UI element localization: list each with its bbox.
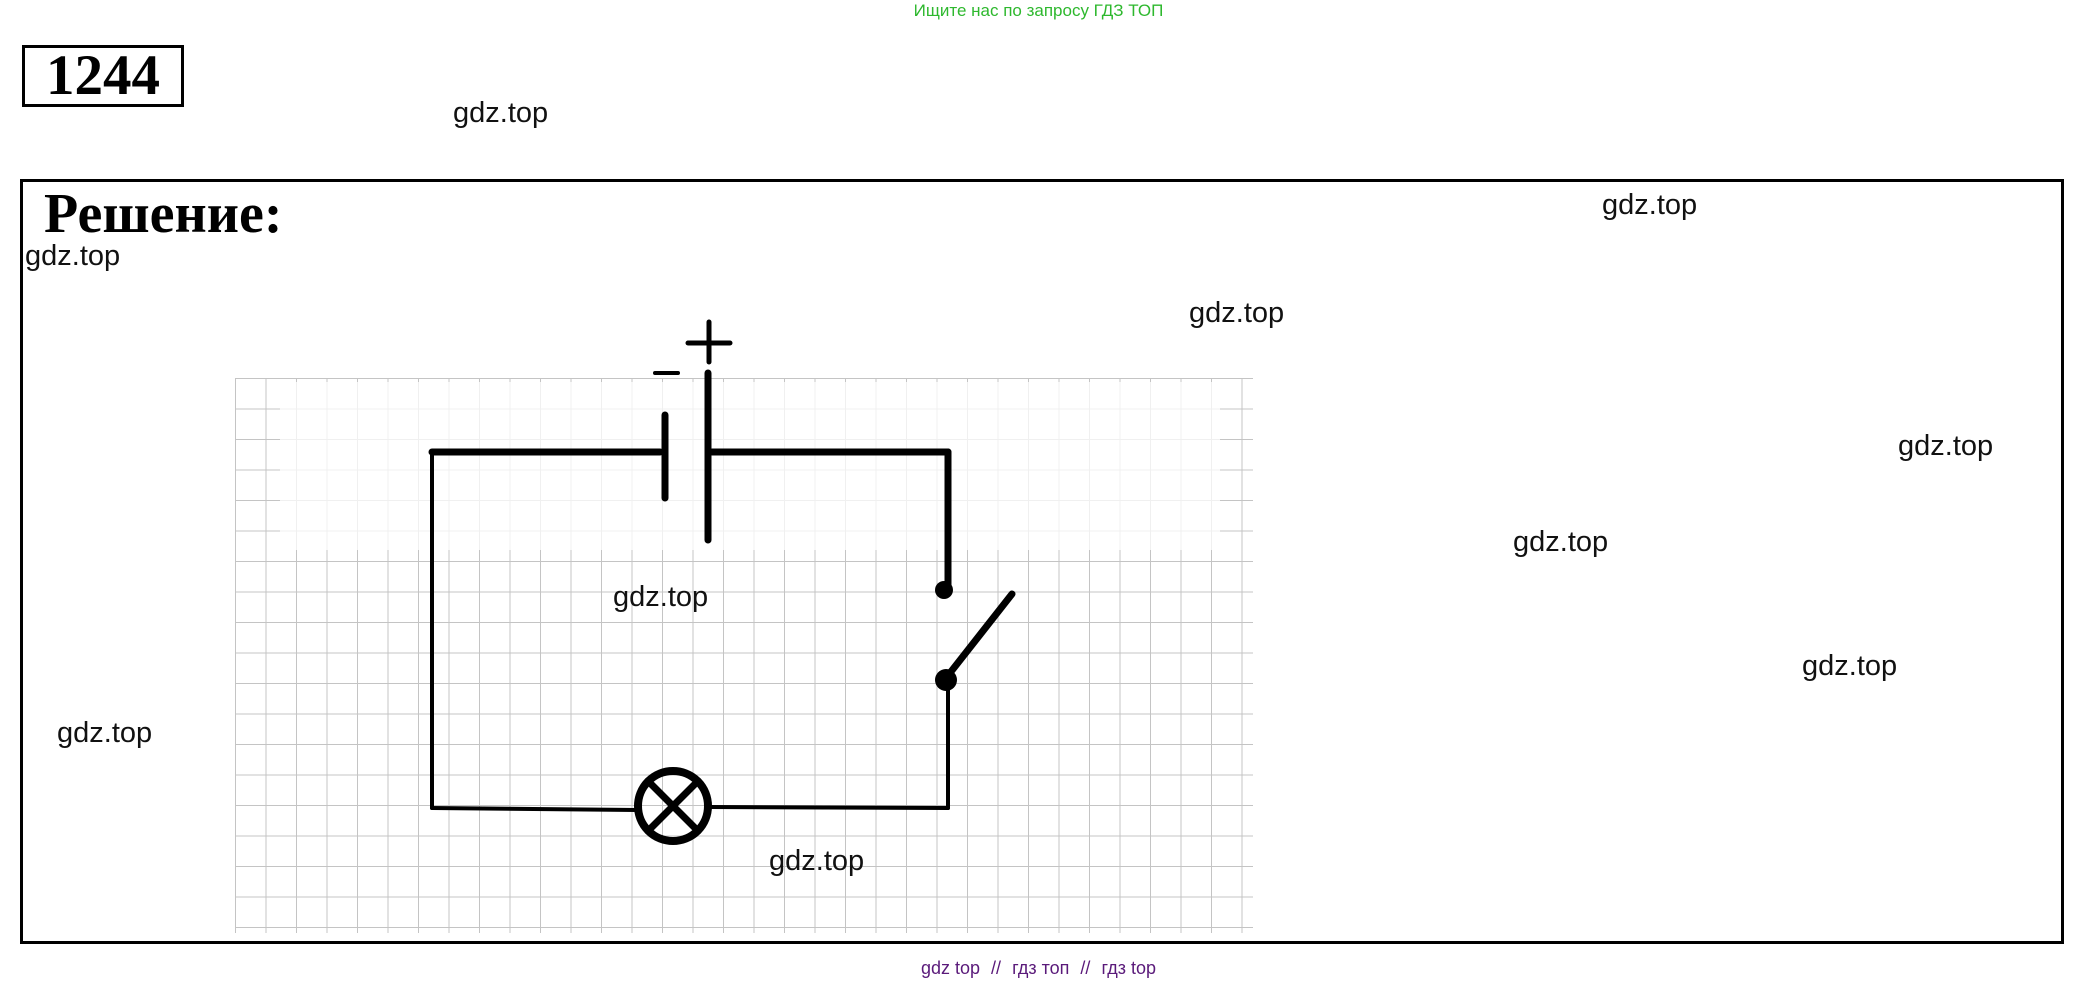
switch-contact-bottom — [935, 669, 957, 691]
watermark: gdz.top — [769, 845, 865, 877]
watermark: gdz.top — [1898, 430, 1994, 462]
lamp-circle — [634, 767, 712, 845]
watermark: gdz.top — [57, 717, 153, 749]
watermark: gdz.top — [613, 581, 709, 613]
footer-separator: // — [1080, 958, 1091, 978]
solution-heading: Решение: — [44, 183, 283, 245]
wire-bottom-left — [430, 806, 638, 812]
footer-separator: // — [991, 958, 1002, 978]
watermark: gdz.top — [453, 97, 549, 129]
footer-link[interactable]: гдз top — [1101, 958, 1156, 978]
task-number-box: 1244 — [22, 45, 184, 107]
wire-bottom-right — [708, 805, 950, 810]
footer-link[interactable]: гдз топ — [1012, 958, 1070, 978]
top-banner: Ищите нас по запросу ГДЗ ТОП — [913, 1, 1164, 20]
grid-fade-overlay — [280, 382, 1220, 550]
watermark: gdz.top — [1802, 650, 1898, 682]
footer-links: gdz top // гдз топ // гдз top — [0, 958, 2077, 979]
switch-contact-top — [935, 581, 953, 599]
switch-lever — [942, 590, 1016, 682]
watermark: gdz.top — [1189, 297, 1285, 329]
watermark: gdz.top — [1513, 526, 1609, 558]
solution-frame — [20, 179, 2064, 944]
watermark: gdz.top — [1602, 189, 1698, 221]
footer-link[interactable]: gdz top — [920, 958, 981, 978]
lamp-cross-2 — [644, 777, 702, 835]
watermark: gdz.top — [25, 240, 121, 272]
